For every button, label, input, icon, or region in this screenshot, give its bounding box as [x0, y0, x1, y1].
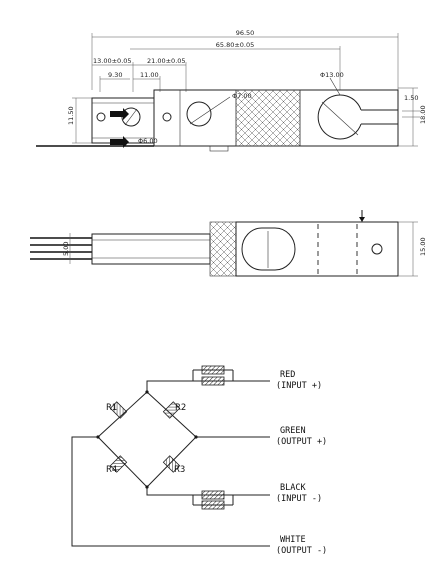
comp-resistor-bottom-b: [201, 500, 225, 510]
label-r2: R2: [175, 403, 186, 413]
hole-dia-7: [186, 101, 212, 127]
hole-dia-13: [317, 94, 362, 140]
dim-9-30: 9.30: [108, 71, 122, 79]
dim-dia-7: Φ7.00: [232, 92, 252, 100]
side-view: 5.00 15.00: [30, 210, 427, 277]
dim-11-00: 11.00: [140, 71, 159, 79]
comp-resistor-top-a: [201, 365, 225, 375]
dim-height-15: 15.00: [419, 237, 427, 256]
resistor-r2: [162, 401, 181, 419]
svg-text:(OUTPUT +): (OUTPUT +): [276, 437, 327, 447]
top-view: 96.50 65.80±0.05 13.00±0.05 21.00±0.05 9…: [36, 29, 427, 152]
dim-dia-6: Φ6.00: [138, 137, 158, 145]
comp-resistor-bottom-a: [201, 490, 225, 500]
resistor-r1: [109, 401, 128, 419]
dim-hole-offset: 13.00±0.05: [93, 57, 132, 65]
resistor-r3: [162, 455, 181, 473]
dim-slot-1-50: 1.50: [404, 94, 418, 102]
dim-height-18: 18.00: [419, 105, 427, 124]
strain-gauge-area: [235, 89, 301, 147]
svg-text:(OUTPUT -): (OUTPUT -): [276, 546, 327, 556]
svg-text:(INPUT -): (INPUT -): [276, 494, 322, 504]
label-r3: R3: [174, 465, 185, 475]
side-wires: [30, 237, 92, 260]
binocular-cutout: [241, 227, 296, 271]
arrow-right-icon: [110, 108, 129, 120]
wire-label-black: BLACK (INPUT -): [276, 483, 322, 504]
svg-text:WHITE: WHITE: [280, 535, 306, 545]
wiring-schematic: R1 R2 R3 R4 RED (INPUT +): [71, 365, 327, 556]
label-r1: R1: [106, 403, 117, 413]
arrow-right-icon: [110, 136, 129, 148]
dim-height-11-50: 11.50: [67, 106, 75, 125]
arrow-down-icon: [359, 217, 365, 222]
hole-small: [162, 112, 172, 122]
dim-cable-5: 5.00: [62, 242, 70, 256]
dim-center-span: 65.80±0.05: [216, 41, 255, 49]
top-dimensions: 96.50 65.80±0.05 13.00±0.05 21.00±0.05 9…: [67, 29, 427, 147]
hole-left: [96, 112, 106, 122]
side-hole: [371, 243, 383, 255]
wire-label-green: GREEN (OUTPUT +): [276, 426, 327, 447]
side-body: [235, 221, 399, 277]
dim-hole-spacing: 21.00±0.05: [147, 57, 186, 65]
label-r4: R4: [106, 465, 117, 475]
dim-dia-13: Φ13.00: [320, 71, 344, 79]
comp-resistor-top-b: [201, 376, 225, 386]
svg-text:(INPUT +): (INPUT +): [276, 381, 322, 391]
side-strain-zone: [209, 221, 237, 277]
svg-text:GREEN: GREEN: [280, 426, 306, 436]
svg-text:RED: RED: [280, 370, 295, 380]
svg-text:BLACK: BLACK: [280, 483, 306, 493]
top-body: Φ7.00 Φ13.00 Φ6.00: [36, 71, 399, 152]
resistor-r4: [109, 455, 128, 473]
wire-label-white: WHITE (OUTPUT -): [276, 535, 327, 556]
wire-label-red: RED (INPUT +): [276, 370, 322, 391]
dim-overall-length: 96.50: [236, 29, 255, 37]
